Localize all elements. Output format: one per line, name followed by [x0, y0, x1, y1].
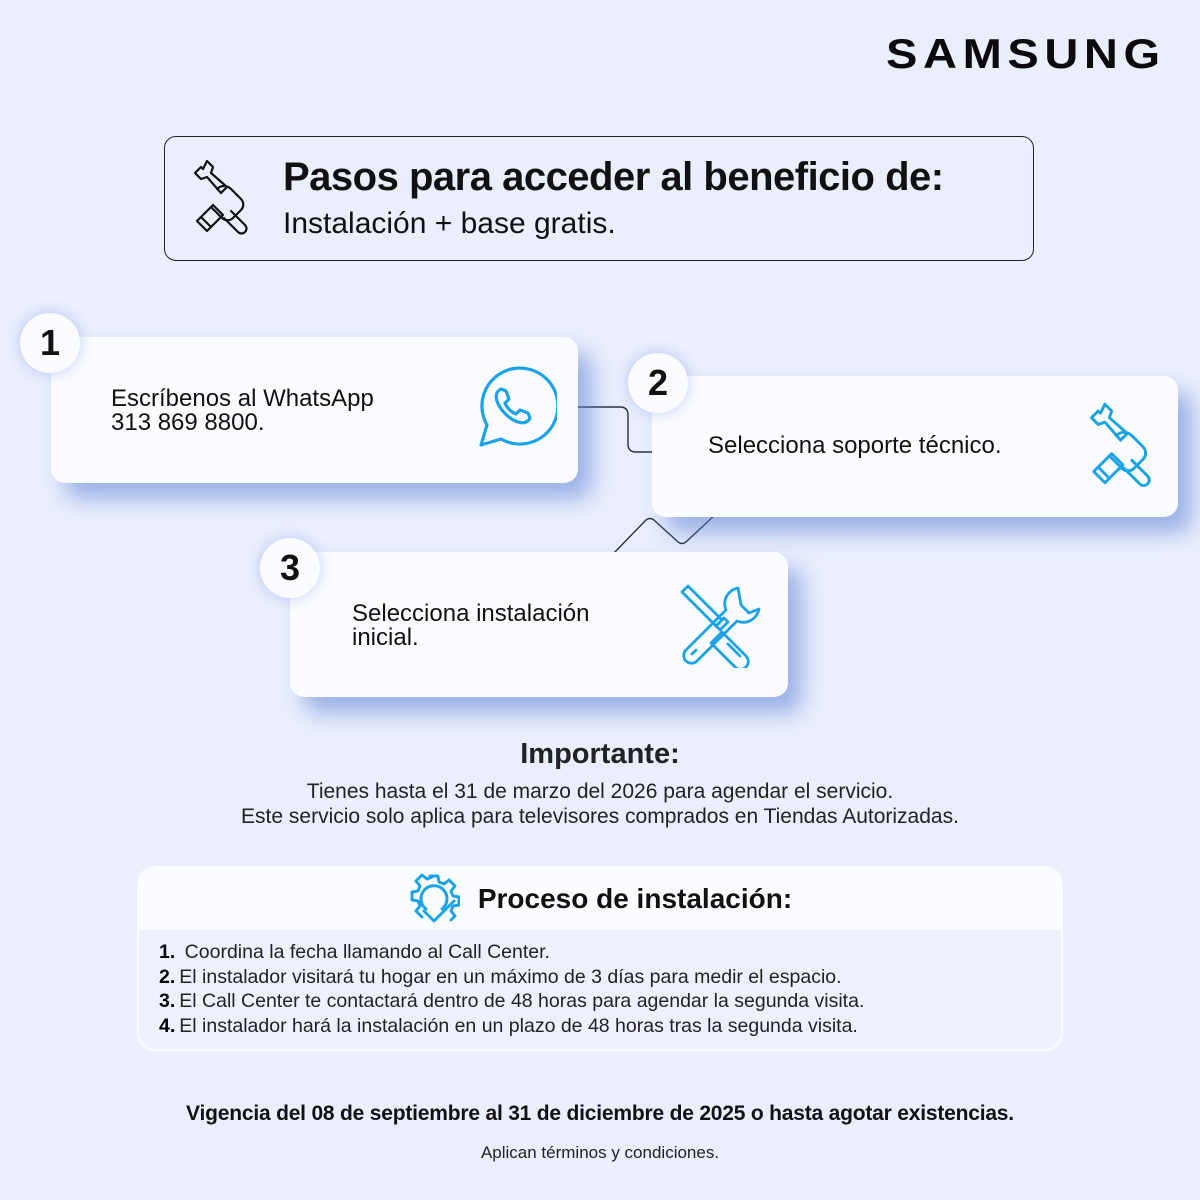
step-1-text: Escríbenos al WhatsApp 313 869 8800.	[111, 385, 374, 436]
important-line-1: Tienes hasta el 31 de marzo del 2026 par…	[306, 780, 894, 803]
samsung-logo: SAMSUNG	[886, 30, 1166, 77]
header-title: Pasos para acceder al beneficio de:	[283, 155, 944, 199]
step-badge-1: 1	[20, 313, 80, 373]
step-badge-3: 3	[260, 538, 320, 598]
process-item: 2.El instalador visitará tu hogar en un …	[159, 965, 842, 988]
hand-wrench-icon	[193, 159, 248, 235]
step-card-2[interactable]: Selecciona soporte técnico.	[652, 376, 1178, 517]
process-item: 1. Coordina la fecha llamando al Call Ce…	[159, 941, 550, 963]
process-title: Proceso de instalación:	[477, 883, 793, 914]
process-list: 1. Coordina la fecha llamando al Call Ce…	[139, 930, 1061, 1038]
important-section: Importante: Tienes hasta el 31 de marzo …	[0, 738, 1200, 829]
process-header: Proceso de instalación:	[139, 868, 1061, 930]
step-3-text: Selecciona instalación inicial.	[352, 600, 590, 651]
important-line-2: Este servicio solo aplica para televisor…	[241, 805, 959, 828]
validity-text: Vigencia del 08 de septiembre al 31 de d…	[186, 1102, 1014, 1125]
process-item: 3.El Call Center te contactará dentro de…	[159, 990, 865, 1012]
step-badge-2: 2	[628, 353, 688, 413]
step-card-1[interactable]: Escríbenos al WhatsApp 313 869 8800.	[51, 337, 578, 483]
process-item: 4.El instalador hará la instalación en u…	[159, 1014, 858, 1037]
important-title: Importante:	[520, 738, 680, 770]
whatsapp-icon	[479, 366, 557, 447]
gear-check-icon	[410, 873, 460, 923]
screwdriver-wrench-icon	[680, 584, 761, 668]
header-box: Pasos para acceder al beneficio de: Inst…	[164, 136, 1034, 261]
hand-wrench-icon	[1090, 402, 1151, 488]
step-2-text: Selecciona soporte técnico.	[708, 432, 1002, 459]
terms-text[interactable]: Aplican términos y condiciones.	[480, 1143, 720, 1162]
step-card-3[interactable]: Selecciona instalación inicial.	[290, 552, 788, 697]
process-box: Proceso de instalación: 1. Coordina la f…	[137, 866, 1063, 1051]
header-subtitle: Instalación + base gratis.	[283, 207, 616, 240]
